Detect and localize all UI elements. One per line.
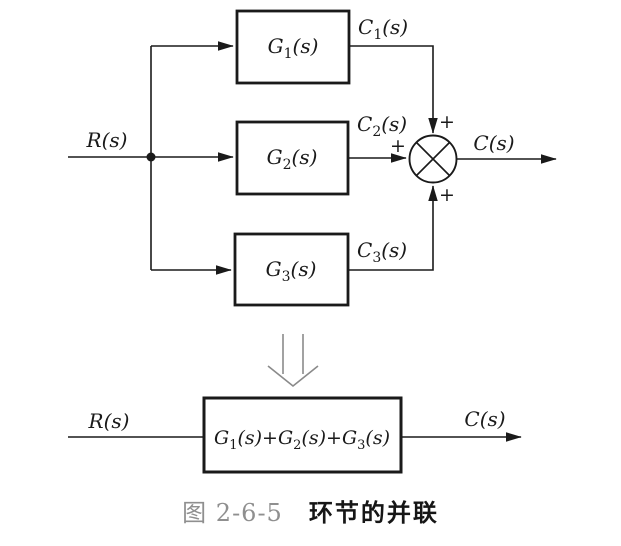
block-g1: [235, 9, 351, 85]
summing-junction-cross: [415, 141, 451, 177]
figure-title: 环节的并联: [308, 498, 439, 527]
c3-signal-line: [348, 185, 438, 271]
c3-signal-label: C3(s): [357, 238, 407, 266]
block-equivalent: [202, 396, 403, 474]
plus-sign-left: +: [390, 135, 406, 157]
output-label: C(s): [473, 131, 514, 155]
top-diagram: [68, 9, 557, 307]
c1-signal-line: [349, 45, 438, 134]
input-label: R(s): [88, 409, 130, 433]
input-label: R(s): [86, 128, 128, 152]
figure-number: 图 2-6-5: [182, 499, 283, 527]
bottom-diagram: [68, 396, 522, 474]
block-g3-label: G3(s): [266, 257, 317, 285]
branch-point-dot: [146, 152, 156, 162]
output-label: C(s): [464, 407, 505, 431]
block-equivalent-label: G1(s)+G2(s)+G3(s): [214, 427, 390, 453]
plus-sign-bottom: +: [439, 184, 455, 206]
plus-sign-top: +: [439, 111, 455, 133]
block-g2-label: G2(s): [267, 145, 318, 173]
c2-signal-label: C2(s): [357, 112, 407, 140]
equivalence-arrow-down-icon: [267, 334, 319, 388]
c1-signal-label: C1(s): [358, 15, 408, 43]
block-g1-label: G1(s): [268, 34, 319, 62]
arrow-head: [267, 365, 319, 388]
figure-caption: 图 2-6-5 环节的并联: [0, 498, 621, 528]
